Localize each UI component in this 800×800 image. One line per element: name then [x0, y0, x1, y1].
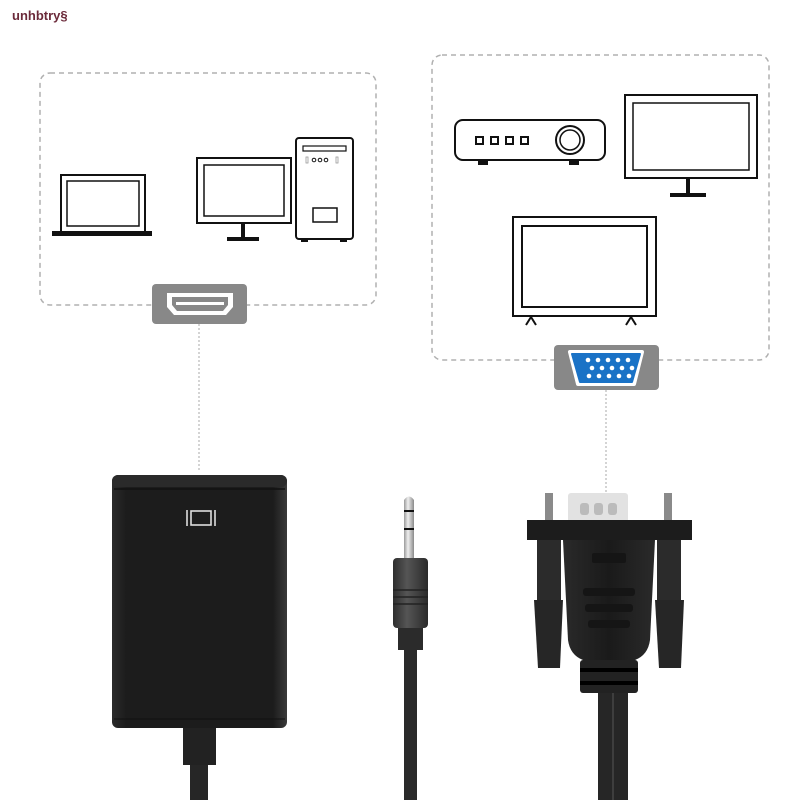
desktop-tower-icon: [295, 137, 354, 242]
tv-icon: [512, 216, 657, 326]
vga-male-connector: [527, 493, 692, 800]
audio-jack-connector: [393, 496, 428, 800]
hdmi-vga-adapter-box: [112, 475, 287, 800]
vga-port-icon: [554, 345, 659, 390]
hdmi-port-symbol-icon: [186, 510, 216, 526]
watermark-text: unhbtry§: [12, 8, 68, 23]
monitor-icon: [624, 94, 758, 197]
monitor-icon: [196, 157, 292, 241]
hdmi-port-icon: [152, 284, 247, 324]
vga-display-group: [431, 54, 770, 493]
projector-icon: [454, 119, 606, 165]
hdmi-source-group: [39, 72, 377, 470]
laptop-icon: [52, 174, 152, 236]
